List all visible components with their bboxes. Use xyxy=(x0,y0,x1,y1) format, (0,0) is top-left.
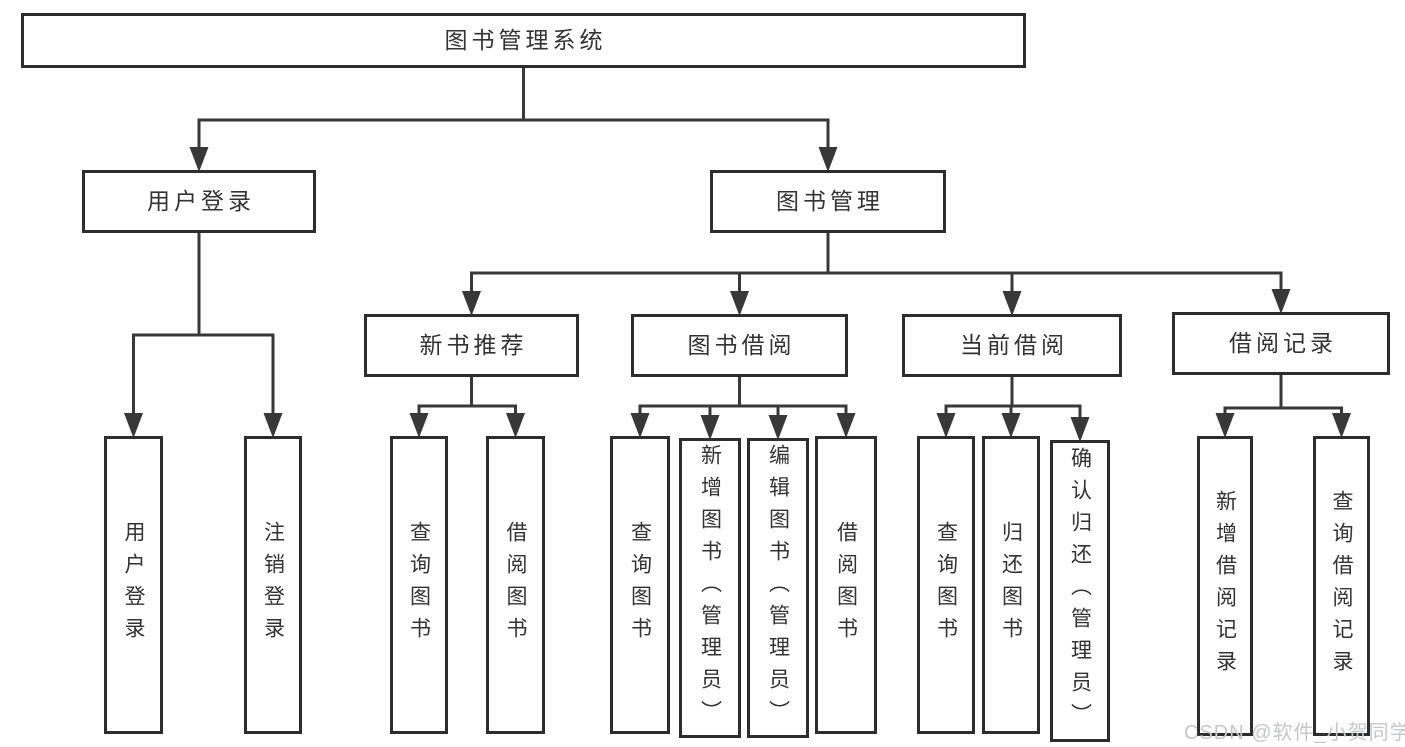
arrow-down-icon xyxy=(836,413,856,438)
node-leaf-bb-edit: 编辑图书（管理员） xyxy=(747,438,809,738)
node-leaf-cb-query: 查询图书 xyxy=(917,436,975,734)
node-label-new-book-rec: 新书推荐 xyxy=(419,332,528,358)
node-new-book-rec: 新书推荐 xyxy=(364,314,579,377)
arrow-down-icon xyxy=(462,291,481,316)
node-label-leaf-bb-query: 查询图书 xyxy=(628,521,652,649)
node-current-borrow: 当前借阅 xyxy=(902,314,1122,377)
node-label-borrow-records: 借阅记录 xyxy=(1229,330,1337,356)
node-leaf-cb-return: 归还图书 xyxy=(982,436,1040,734)
node-label-user-login: 用户登录 xyxy=(147,188,255,214)
node-label-leaf-nbr-query: 查询图书 xyxy=(407,521,431,649)
arrow-down-icon xyxy=(1332,413,1351,438)
arrow-down-icon xyxy=(1002,291,1022,316)
node-label-leaf-logout: 注销登录 xyxy=(261,521,285,649)
arrow-down-icon xyxy=(409,413,429,438)
arrow-down-icon xyxy=(936,413,956,438)
node-label-leaf-bb-edit: 编辑图书（管理员） xyxy=(766,444,790,732)
csdn-watermark: CSDN @软件_小贺同学 xyxy=(1184,722,1405,744)
node-leaf-cb-confirm: 确认归还（管理员） xyxy=(1050,440,1110,742)
node-book-mgmt: 图书管理 xyxy=(710,170,946,233)
node-label-leaf-br-query: 查询借阅记录 xyxy=(1330,490,1353,682)
node-label-current-borrow: 当前借阅 xyxy=(960,332,1068,358)
arrow-down-icon xyxy=(730,291,749,316)
node-label-leaf-cb-return: 归还图书 xyxy=(999,521,1023,649)
node-label-book-borrow: 图书借阅 xyxy=(687,332,796,358)
node-label-leaf-nbr-borrow: 借阅图书 xyxy=(504,521,527,649)
node-book-borrow: 图书借阅 xyxy=(631,314,848,377)
node-label-leaf-cb-query: 查询图书 xyxy=(934,521,958,649)
arrow-down-icon xyxy=(506,413,525,438)
node-leaf-nbr-query: 查询图书 xyxy=(390,436,448,734)
arrow-down-icon xyxy=(263,413,283,438)
arrow-down-icon xyxy=(124,413,143,438)
node-leaf-bb-borrow: 借阅图书 xyxy=(815,436,877,734)
node-leaf-login: 用户登录 xyxy=(104,436,163,734)
arrow-down-icon xyxy=(768,415,788,440)
arrow-down-icon xyxy=(189,147,209,172)
node-label-root: 图书管理系统 xyxy=(444,27,607,53)
node-leaf-br-add: 新增借阅记录 xyxy=(1197,436,1253,736)
node-leaf-logout: 注销登录 xyxy=(244,436,302,734)
node-user-login: 用户登录 xyxy=(82,170,316,233)
node-leaf-br-query: 查询借阅记录 xyxy=(1313,436,1370,736)
node-root: 图书管理系统 xyxy=(21,13,1026,68)
arrow-down-icon xyxy=(1215,413,1235,438)
node-label-leaf-bb-add: 新增图书（管理员） xyxy=(698,444,722,732)
node-label-leaf-login: 用户登录 xyxy=(122,521,145,649)
arrow-down-icon xyxy=(1070,417,1090,442)
arrow-down-icon xyxy=(630,413,650,438)
node-label-leaf-cb-confirm: 确认归还（管理员） xyxy=(1068,447,1092,735)
node-label-book-mgmt: 图书管理 xyxy=(776,188,884,214)
arrow-down-icon xyxy=(1001,413,1021,438)
node-borrow-records: 借阅记录 xyxy=(1172,312,1390,375)
node-leaf-nbr-borrow: 借阅图书 xyxy=(486,436,545,734)
arrow-down-icon xyxy=(700,415,720,440)
arrow-down-icon xyxy=(1271,289,1291,314)
node-leaf-bb-query: 查询图书 xyxy=(610,436,670,734)
node-leaf-bb-add: 新增图书（管理员） xyxy=(679,438,741,738)
arrow-down-icon xyxy=(818,147,838,172)
node-label-leaf-br-add: 新增借阅记录 xyxy=(1213,490,1237,682)
node-label-leaf-bb-borrow: 借阅图书 xyxy=(834,521,858,649)
